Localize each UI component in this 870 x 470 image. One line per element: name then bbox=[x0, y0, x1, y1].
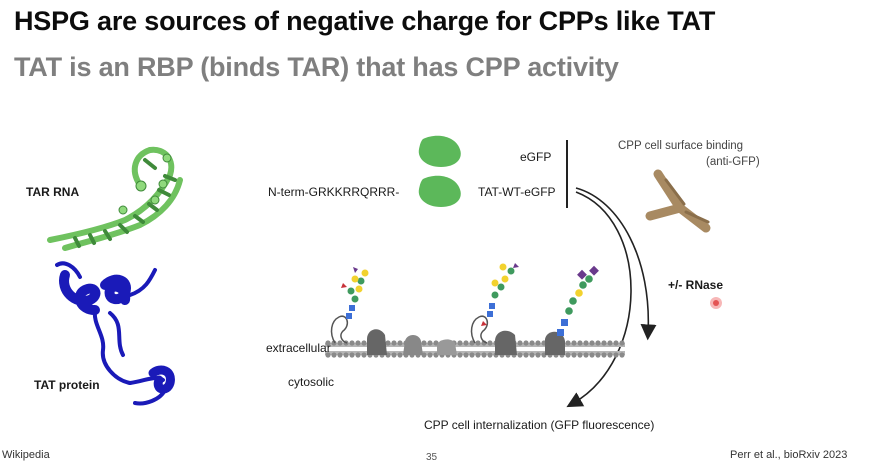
tar-rna-structure bbox=[47, 146, 183, 251]
egfp-shapes bbox=[418, 135, 461, 207]
lipid-head bbox=[397, 352, 403, 358]
glycan-chain-2 bbox=[470, 263, 519, 344]
lipid-head bbox=[607, 352, 613, 358]
lipid-head bbox=[619, 340, 625, 346]
lipid-head bbox=[475, 352, 481, 358]
lipid-head bbox=[391, 352, 397, 358]
lipid-head bbox=[427, 352, 433, 358]
arrow-internalization bbox=[566, 191, 632, 408]
lipid-head bbox=[517, 352, 523, 358]
lipid-head bbox=[337, 340, 343, 346]
rnase-dot-icon bbox=[710, 297, 722, 309]
lipid-head bbox=[577, 340, 583, 346]
assay-arrows bbox=[566, 187, 657, 408]
citation: Perr et al., bioRxiv 2023 bbox=[730, 449, 848, 461]
lipid-head bbox=[469, 340, 475, 346]
page-number: 35 bbox=[426, 452, 438, 463]
lipid-head bbox=[583, 340, 589, 346]
lipid-head bbox=[535, 340, 541, 346]
lipid-head bbox=[571, 340, 577, 346]
lipid-head bbox=[463, 352, 469, 358]
construct-divider bbox=[566, 140, 568, 208]
tar-rna-label: TAR RNA bbox=[26, 185, 80, 199]
lipid-head bbox=[349, 340, 355, 346]
egfp-blob-bottom bbox=[418, 175, 461, 207]
membrane-protein-3 bbox=[437, 339, 457, 355]
lipid-head bbox=[517, 340, 523, 346]
surface-binding-detail: (anti-GFP) bbox=[706, 156, 760, 168]
lipid-head bbox=[331, 340, 337, 346]
lipid-head bbox=[337, 352, 343, 358]
lipid-head bbox=[601, 340, 607, 346]
lipid-head bbox=[577, 352, 583, 358]
tat-peptide-label: N-term-GRKKRRQRRR- bbox=[268, 185, 400, 199]
lipid-head bbox=[595, 352, 601, 358]
lipid-head bbox=[523, 352, 529, 358]
membrane-proteins bbox=[367, 329, 565, 355]
internalization-label: CPP cell internalization (GFP fluorescen… bbox=[424, 418, 655, 432]
membrane-protein-1 bbox=[367, 329, 387, 355]
lipid-head bbox=[331, 352, 337, 358]
lipid-head bbox=[391, 340, 397, 346]
lipid-head bbox=[529, 352, 535, 358]
lipid-head bbox=[487, 352, 493, 358]
lipid-head bbox=[613, 352, 619, 358]
lipid-head bbox=[535, 352, 541, 358]
lipid-head bbox=[523, 340, 529, 346]
lipid-head bbox=[565, 352, 571, 358]
arrow-surface-binding bbox=[575, 187, 657, 341]
lipid-head bbox=[325, 340, 331, 346]
lipid-head bbox=[457, 340, 463, 346]
lipid-head bbox=[619, 352, 625, 358]
membrane-diagram bbox=[325, 263, 625, 358]
lipid-head bbox=[325, 352, 331, 358]
tat-protein-label: TAT protein bbox=[34, 378, 100, 392]
lipid-head bbox=[607, 340, 613, 346]
cytosolic-label: cytosolic bbox=[288, 375, 335, 389]
lipid-head bbox=[589, 352, 595, 358]
lipid-head bbox=[349, 352, 355, 358]
glycan-chain-3 bbox=[557, 265, 599, 336]
glycan-chain-1 bbox=[330, 267, 369, 344]
lipid-head bbox=[427, 340, 433, 346]
lipid-head bbox=[565, 340, 571, 346]
lipid-head bbox=[571, 352, 577, 358]
membrane-protein-5 bbox=[545, 331, 565, 355]
lipid-head bbox=[355, 340, 361, 346]
lipid-head bbox=[589, 340, 595, 346]
egfp-label: eGFP bbox=[520, 150, 552, 164]
lipid-head bbox=[361, 340, 367, 346]
lipid-head bbox=[457, 352, 463, 358]
lipid-head bbox=[421, 340, 427, 346]
antibody-icon bbox=[645, 169, 711, 233]
lipid-head bbox=[475, 340, 481, 346]
extracellular-label: extracellular bbox=[266, 341, 331, 355]
tat-wt-egfp-label: TAT-WT-eGFP bbox=[478, 185, 556, 199]
lipid-head bbox=[343, 352, 349, 358]
lipid-head bbox=[613, 340, 619, 346]
lipid-head bbox=[361, 352, 367, 358]
surface-binding-label: CPP cell surface binding bbox=[618, 140, 744, 152]
slide-title: HSPG are sources of negative charge for … bbox=[14, 6, 716, 36]
membrane-protein-2 bbox=[403, 335, 423, 355]
source-wikipedia: Wikipedia bbox=[2, 449, 50, 461]
rnase-label: +/- RNase bbox=[668, 278, 724, 292]
slide-subtitle: TAT is an RBP (binds TAR) that has CPP a… bbox=[14, 52, 619, 82]
egfp-blob-top bbox=[418, 135, 461, 167]
lipid-head bbox=[385, 340, 391, 346]
lipid-head bbox=[583, 352, 589, 358]
lipid-head bbox=[595, 340, 601, 346]
lipid-head bbox=[601, 352, 607, 358]
lipid-head bbox=[481, 352, 487, 358]
lipid-head bbox=[529, 340, 535, 346]
membrane-protein-4 bbox=[495, 330, 517, 355]
lipid-head bbox=[397, 340, 403, 346]
lipid-head bbox=[487, 340, 493, 346]
lipid-head bbox=[355, 352, 361, 358]
lipid-head bbox=[469, 352, 475, 358]
tat-protein-structure bbox=[55, 261, 175, 406]
lipid-head bbox=[463, 340, 469, 346]
